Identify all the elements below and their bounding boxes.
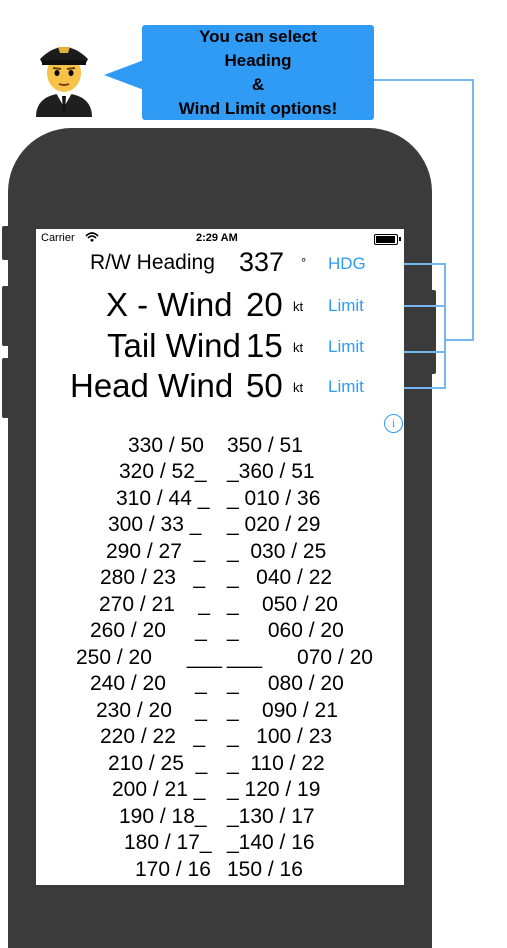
connector-line: [374, 79, 474, 81]
phone-side-button: [2, 358, 10, 418]
callout-line: You can select: [199, 26, 317, 46]
info-icon[interactable]: i: [384, 414, 403, 433]
pair-left: 300 / 33 _: [108, 513, 202, 536]
pair-right: ___ 070 / 20: [227, 646, 373, 669]
pair-left: 310 / 44 _: [116, 487, 210, 510]
pair-right: _ 110 / 22: [227, 752, 325, 775]
pair-right: _130 / 17: [227, 805, 315, 828]
pair-left: 290 / 27 _: [106, 540, 206, 563]
tailwind-unit: kt: [293, 340, 304, 355]
pair-left: 320 / 52_: [119, 460, 207, 483]
phone-side-button: [2, 286, 10, 346]
xwind-limit-button[interactable]: Limit: [328, 296, 364, 315]
xwind-value[interactable]: 20: [246, 286, 283, 323]
carrier-label: Carrier: [41, 232, 75, 244]
pair-left: 250 / 20 ___: [76, 646, 222, 669]
pair-left: 270 / 21 _: [99, 593, 210, 616]
pair-right: _ 080 / 20: [227, 672, 344, 695]
pair-left: 190 / 18_: [119, 805, 207, 828]
pair-right: _140 / 16: [227, 831, 315, 854]
heading-row: R/W Heading: [90, 251, 215, 275]
wifi-icon: [85, 232, 99, 242]
pair-left: 330 / 50: [128, 434, 204, 457]
connector-line: [472, 79, 474, 341]
heading-label: R/W Heading: [90, 251, 215, 274]
pair-right: 150 / 16: [227, 858, 303, 881]
pair-left: 210 / 25 _: [108, 752, 208, 775]
battery-nub: [399, 237, 401, 241]
phone-side-button: [428, 290, 436, 374]
pair-left: 230 / 20 _: [96, 699, 207, 722]
pair-right: _ 090 / 21: [227, 699, 338, 722]
callout-tail: [104, 60, 144, 90]
pair-right: _ 100 / 23: [227, 725, 333, 748]
phone-side-button: [2, 226, 10, 260]
pair-right: _360 / 51: [227, 460, 315, 483]
callout-line: Wind Limit options!: [178, 98, 338, 118]
heading-value[interactable]: 337: [239, 247, 285, 277]
tip-callout: You can select Heading & Wind Limit opti…: [142, 25, 374, 120]
battery-icon: [374, 234, 398, 245]
pair-left: 240 / 20 _: [90, 672, 207, 695]
pair-right: _ 010 / 36: [227, 487, 321, 510]
headwind-limit-button[interactable]: Limit: [328, 377, 364, 396]
connector-arrow: [382, 387, 446, 389]
pair-left: 170 / 16: [135, 858, 211, 881]
tailwind-limit-button[interactable]: Limit: [328, 337, 364, 356]
pair-left: 180 / 17_: [124, 831, 212, 854]
pair-right: _ 030 / 25: [227, 540, 327, 563]
tailwind-value[interactable]: 15: [246, 327, 283, 364]
heading-unit: °: [301, 255, 307, 270]
pair-right: _ 020 / 29: [227, 513, 321, 536]
callout-line: Heading: [224, 50, 292, 70]
xwind-label: X - Wind: [106, 286, 233, 323]
tailwind-label: Tail Wind: [107, 327, 241, 364]
headwind-unit: kt: [293, 380, 304, 395]
xwind-unit: kt: [293, 299, 304, 314]
pair-left: 260 / 20 _: [90, 619, 207, 642]
connector-line: [444, 263, 446, 389]
pair-left: 220 / 22 _: [100, 725, 206, 748]
connector-arrow: [382, 263, 446, 265]
callout-line: &: [251, 74, 265, 94]
pair-right: 350 / 51: [227, 434, 303, 457]
connector-arrow: [382, 305, 446, 307]
pair-right: _ 040 / 22: [227, 566, 333, 589]
pair-right: _ 050 / 20: [227, 593, 338, 616]
connector-line: [446, 339, 474, 341]
connector-arrow: [382, 351, 446, 353]
status-time: 2:29 AM: [196, 232, 238, 244]
pair-left: 200 / 21 _: [112, 778, 206, 801]
pair-right: _ 120 / 19: [227, 778, 321, 801]
status-bar: Carrier 2:29 AM: [36, 229, 404, 247]
app-screen: Carrier 2:29 AM R/W Heading 337 ° HDG X …: [36, 229, 404, 885]
pilot-emoji-icon: [36, 47, 92, 117]
headwind-value[interactable]: 50: [246, 367, 283, 404]
headwind-label: Head Wind: [70, 367, 234, 404]
pair-left: 280 / 23 _: [100, 566, 206, 589]
pair-right: _ 060 / 20: [227, 619, 344, 642]
hdg-button[interactable]: HDG: [328, 254, 366, 273]
